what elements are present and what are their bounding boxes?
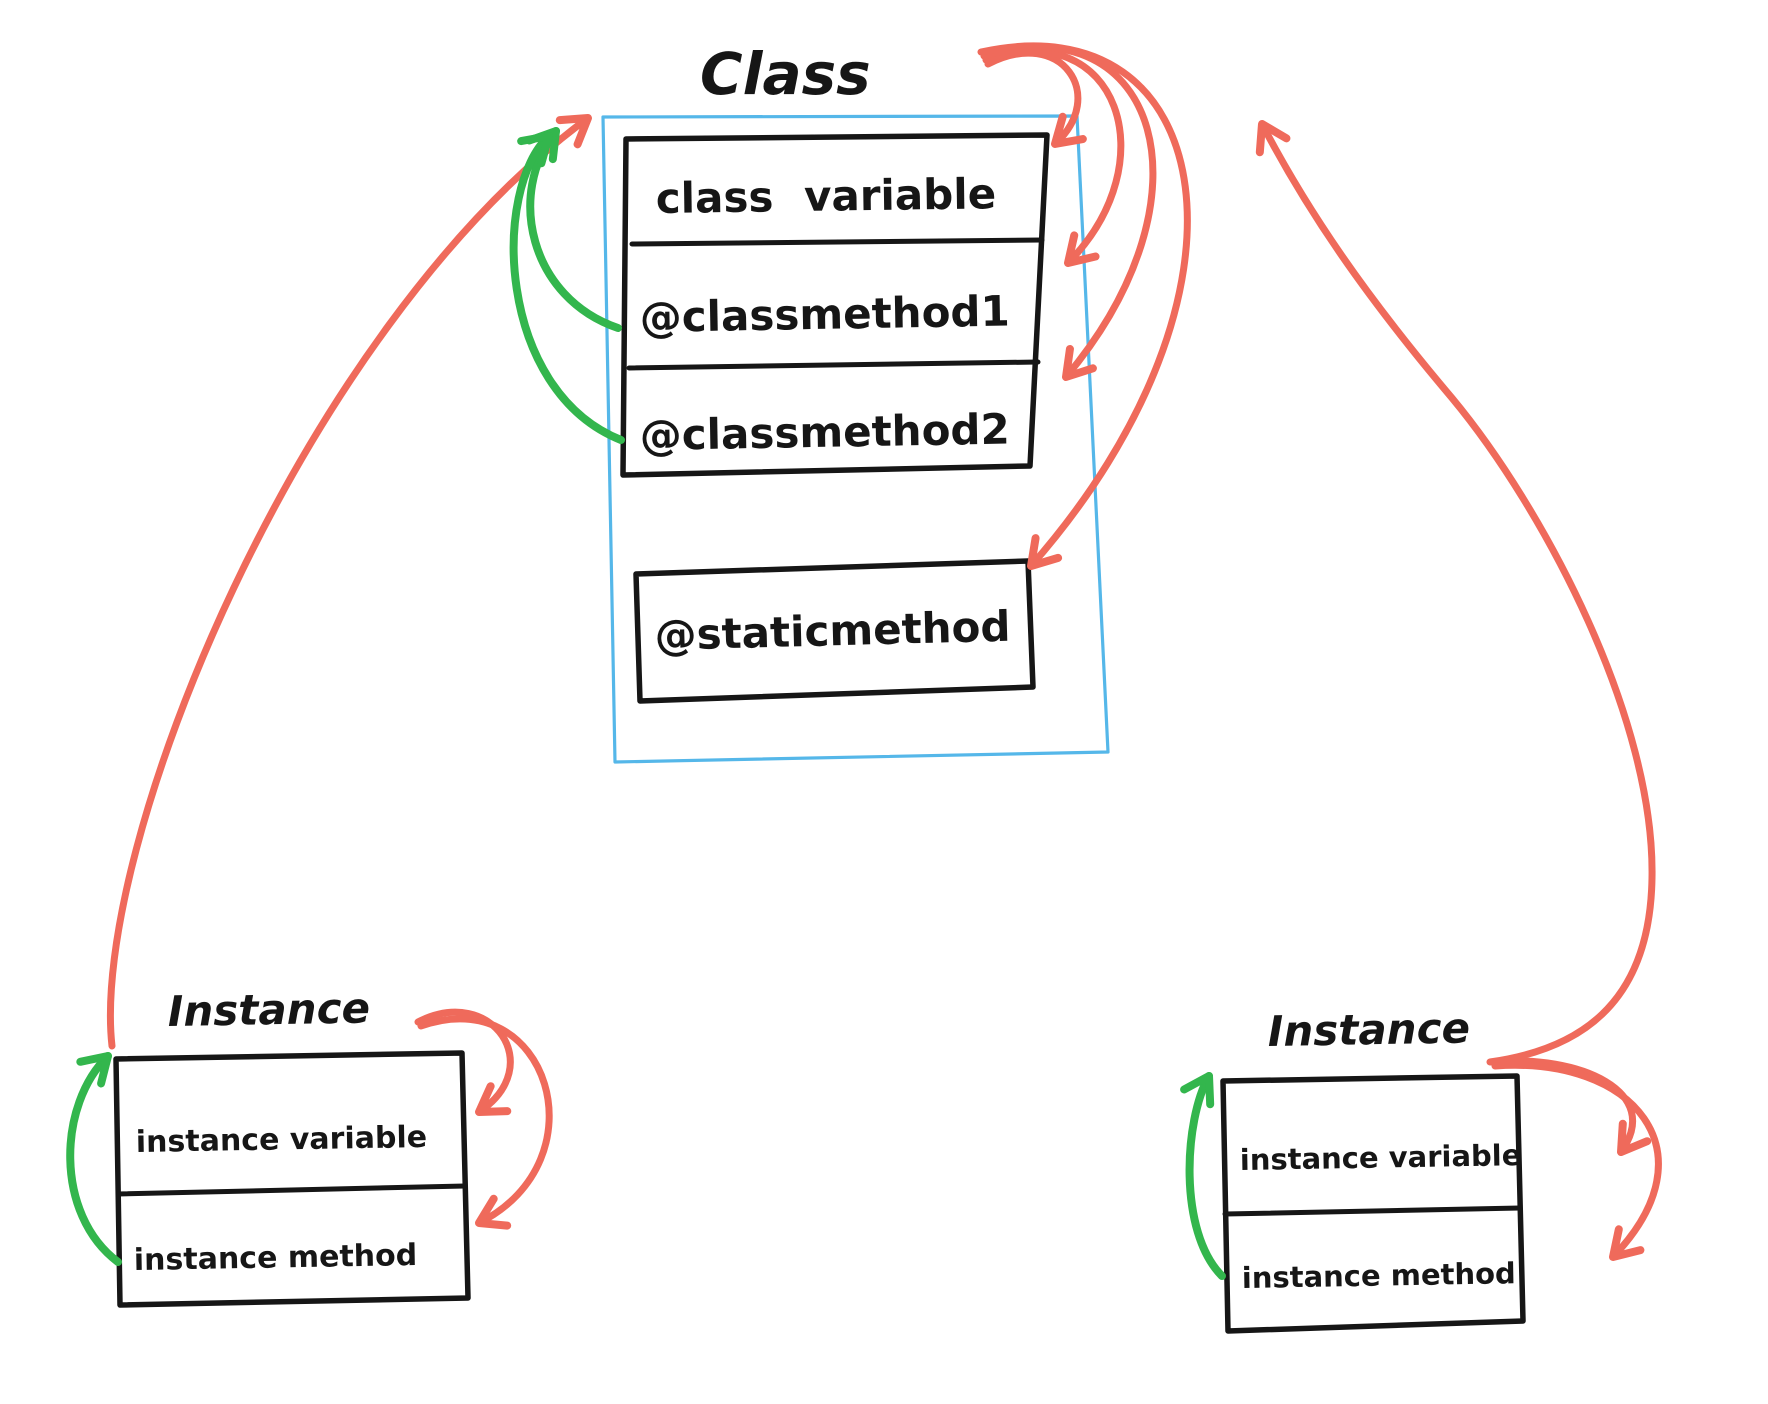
instance-right-variable-label: instance variable xyxy=(1240,1138,1522,1177)
class-row-divider-1 xyxy=(629,237,1045,247)
staticmethod-label: @staticmethod xyxy=(654,602,1011,660)
arrow-instance-left-to-variable xyxy=(414,1008,514,1116)
class-row-divider-2 xyxy=(626,359,1041,371)
arrow-instance-left-to-class xyxy=(106,114,592,1050)
instance-right-method-label: instance method xyxy=(1242,1256,1517,1295)
classmethod1-label: @classmethod1 xyxy=(639,287,1010,342)
arrow-classmethod2-to-class xyxy=(509,132,625,444)
instance-left-method-label: instance method xyxy=(134,1238,418,1278)
arrow-class-to-classmethod1 xyxy=(982,47,1125,267)
arrow-class-to-staticmethod xyxy=(977,42,1191,570)
instance-left-box xyxy=(113,1050,471,1308)
arrow-class-to-class-variable xyxy=(984,49,1087,148)
class-table-outline xyxy=(620,132,1050,478)
instance-left-variable-label: instance variable xyxy=(136,1120,428,1160)
instance-left-divider xyxy=(115,1183,468,1197)
arrow-instance-right-method-to-instance xyxy=(1180,1072,1226,1280)
class-variable-label: class variable xyxy=(655,169,996,223)
arrow-instance-right-to-class xyxy=(1255,120,1656,1066)
staticmethod-box xyxy=(633,558,1036,704)
arrow-instance-left-to-method xyxy=(417,1015,553,1230)
class-container-box xyxy=(601,114,1110,764)
instance-right-box xyxy=(1220,1073,1526,1334)
arrow-instance-right-to-method xyxy=(1491,1061,1662,1261)
instance-left-title: Instance xyxy=(167,983,370,1036)
instance-right-title: Instance xyxy=(1267,1003,1470,1056)
classmethod2-label: @classmethod2 xyxy=(639,405,1010,460)
instance-right-divider xyxy=(1222,1205,1523,1217)
arrow-instance-left-method-to-instance xyxy=(66,1052,122,1266)
class-title: Class xyxy=(700,40,871,108)
